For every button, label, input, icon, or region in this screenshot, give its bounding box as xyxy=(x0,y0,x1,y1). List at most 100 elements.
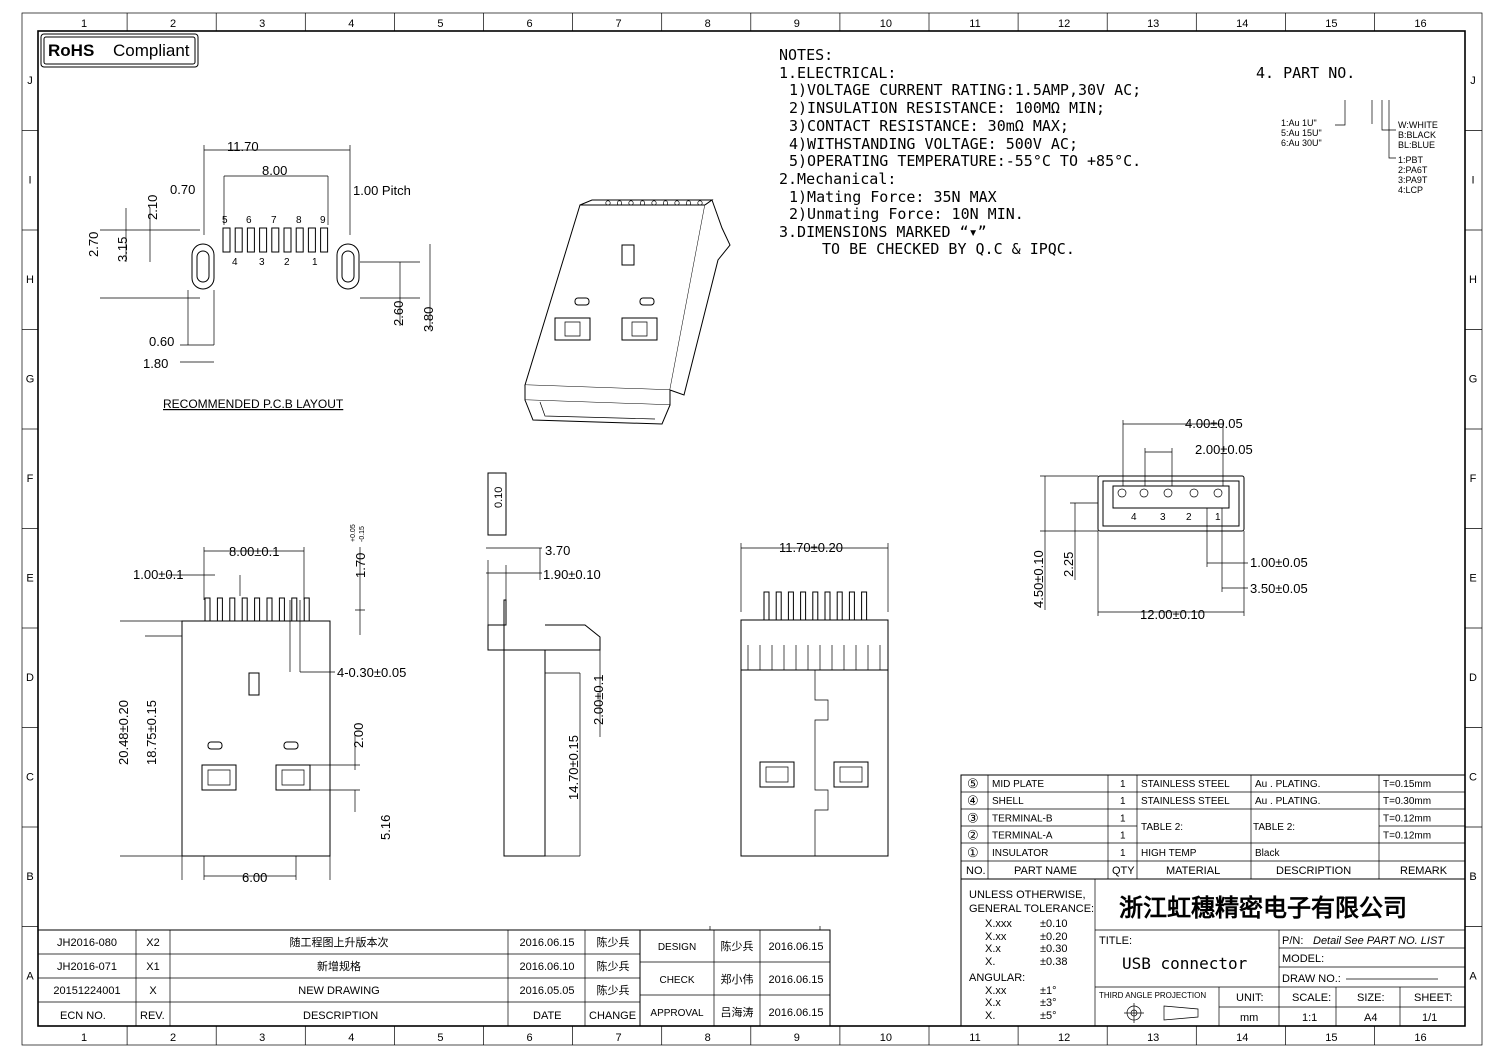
end-view: 4.00±0.05 2.00±0.05 1.00±0.05 3.50±0.05 … xyxy=(1031,416,1308,622)
front-dim-6.00: 6.00 xyxy=(242,870,267,885)
pcb-dim-8.00: 8.00 xyxy=(262,163,287,178)
zone-row-left-A: A xyxy=(26,971,34,983)
compliant-text: Compliant xyxy=(113,41,190,60)
bom-h-no: NO. xyxy=(966,865,986,877)
pcb-pin-4: 4 xyxy=(232,257,238,268)
part-no-title: 4. PART NO. xyxy=(1256,64,1355,82)
bom-remark: T=0.12mm xyxy=(1383,813,1431,824)
rev-h-change: CHANGE xyxy=(589,1010,636,1022)
zone-row-left-B: B xyxy=(26,871,33,883)
note-e5: 5)OPERATING TEMPERATURE:-55°C TO +85°C. xyxy=(789,152,1141,170)
zone-row-left-E: E xyxy=(26,573,33,585)
zone-labels: 1122334455667788991010111112121313141415… xyxy=(22,13,1482,1045)
zone-row-right-B: B xyxy=(1469,871,1476,883)
tol-l2: GENERAL TOLERANCE: xyxy=(969,903,1094,915)
tol-r4b: ±0.38 xyxy=(1040,956,1067,968)
zone-col-top-14: 14 xyxy=(1236,18,1248,30)
pcb-pin-9: 9 xyxy=(320,215,326,226)
zone-row-right-G: G xyxy=(1469,374,1478,386)
end-dim-4.00: 4.00±0.05 xyxy=(1185,416,1243,431)
scale-value: 1:1 xyxy=(1302,1012,1317,1024)
front-pin xyxy=(254,597,261,622)
front-dim-1.70-tol-up: +0.05 xyxy=(350,524,357,542)
zone-col-top-3: 3 xyxy=(259,18,265,30)
pn-value: Detail See PART NO. LIST xyxy=(1313,935,1445,947)
front-dim-8.00: 8.00±0.1 xyxy=(229,544,280,559)
drawno-label: DRAW NO.: xyxy=(1282,973,1341,985)
rev-h-rev: REV. xyxy=(140,1010,165,1022)
side-dim-14.70: 14.70±0.15 xyxy=(566,735,581,800)
back-view: 11.70±0.20 xyxy=(740,540,889,857)
bom-qty: 1 xyxy=(1120,796,1126,807)
zone-col-bottom-1: 1 xyxy=(81,1032,87,1044)
pcb-dim-3.80: 3.80 xyxy=(421,307,436,332)
iso-pin-tip xyxy=(685,200,692,206)
zone-col-bottom-10: 10 xyxy=(880,1032,892,1044)
pcb-pad xyxy=(307,227,316,253)
zone-row-left-H: H xyxy=(26,274,34,286)
title-label: TITLE: xyxy=(1099,935,1132,947)
pcb-pin-8: 8 xyxy=(296,215,302,226)
pcb-pad xyxy=(222,227,231,253)
pcb-pad xyxy=(295,227,304,253)
unit-label: UNIT: xyxy=(1236,992,1264,1004)
part-number-block: 4. PART NO. 1:Au 1U" 5:Au 15U" 6:Au 30U"… xyxy=(1256,64,1438,195)
back-pin xyxy=(763,591,770,621)
tol-ang: ANGULAR: xyxy=(969,972,1025,984)
approval-date: 2016.06.15 xyxy=(768,1007,823,1019)
mat-3: 3:PA9T xyxy=(1398,175,1428,185)
iso-pin-tip xyxy=(605,200,611,206)
pcb-pin-2: 2 xyxy=(284,257,290,268)
zone-col-top-9: 9 xyxy=(794,18,800,30)
pcb-pad xyxy=(271,227,280,253)
approval-role: APPROVAL xyxy=(650,1008,704,1019)
zone-row-right-H: H xyxy=(1469,274,1477,286)
note-e1: 1)VOLTAGE CURRENT RATING:1.5AMP,30V AC; xyxy=(789,81,1141,99)
end-pin-contact xyxy=(1213,488,1223,498)
iso-pin-tip xyxy=(697,200,703,206)
zone-col-top-16: 16 xyxy=(1414,18,1426,30)
company-name: 浙江虹穗精密电子有限公司 xyxy=(1119,894,1407,922)
rev-date: 2016.06.10 xyxy=(519,961,574,973)
rev-h-date: DATE xyxy=(533,1010,562,1022)
zone-col-top-5: 5 xyxy=(437,18,443,30)
end-pin-contact xyxy=(1189,488,1199,498)
side-dim-3.70: 3.70 xyxy=(545,543,570,558)
bom-description: Black xyxy=(1255,848,1280,859)
size-value: A4 xyxy=(1364,1012,1377,1024)
tol-r3b: ±0.30 xyxy=(1040,943,1067,955)
bom-remark: T=0.12mm xyxy=(1383,831,1431,842)
front-dim-2.00: 2.00 xyxy=(351,723,366,748)
front-pin xyxy=(216,597,223,622)
pcb-pad xyxy=(283,227,292,253)
bom-no: ① xyxy=(967,845,979,860)
approval-name: 吕海涛 xyxy=(721,1005,754,1019)
end-pin-contact xyxy=(1139,488,1149,498)
front-dim-1.00: 1.00±0.1 xyxy=(133,567,184,582)
zone-row-left-G: G xyxy=(26,374,35,386)
zone-col-top-15: 15 xyxy=(1325,18,1337,30)
back-dim-11.70: 11.70±0.20 xyxy=(779,540,843,555)
bom-table2-desc: TABLE 2: xyxy=(1253,822,1295,833)
zone-row-right-J: J xyxy=(1470,75,1476,87)
pcb-pin-1: 1 xyxy=(312,257,318,268)
rev-desc: 随工程图上升版本次 xyxy=(290,935,389,949)
end-pin-4: 4 xyxy=(1131,512,1137,523)
rev-ecn: JH2016-071 xyxy=(57,961,117,973)
side-dim-2.00: 2.00±0.1 xyxy=(591,674,606,725)
tol-l1: UNLESS OTHERWISE, xyxy=(969,889,1086,901)
zone-row-left-F: F xyxy=(27,473,34,485)
bom-no: ⑤ xyxy=(967,776,979,791)
front-pin xyxy=(241,597,248,622)
zone-col-top-6: 6 xyxy=(526,18,532,30)
tol-r1b: ±0.10 xyxy=(1040,918,1067,930)
zone-col-bottom-13: 13 xyxy=(1147,1032,1159,1044)
front-pin xyxy=(278,597,285,622)
note-e2: 2)INSULATION RESISTANCE: 100MΩ MIN; xyxy=(789,99,1105,117)
bom-remark: T=0.30mm xyxy=(1383,796,1431,807)
front-dim-20.48: 20.48±0.20 xyxy=(116,700,131,765)
drawing-title: USB connector xyxy=(1122,954,1248,973)
end-dim-3.50: 3.50±0.05 xyxy=(1250,581,1308,596)
pcb-dim-3.15: 3.15 xyxy=(115,237,130,262)
